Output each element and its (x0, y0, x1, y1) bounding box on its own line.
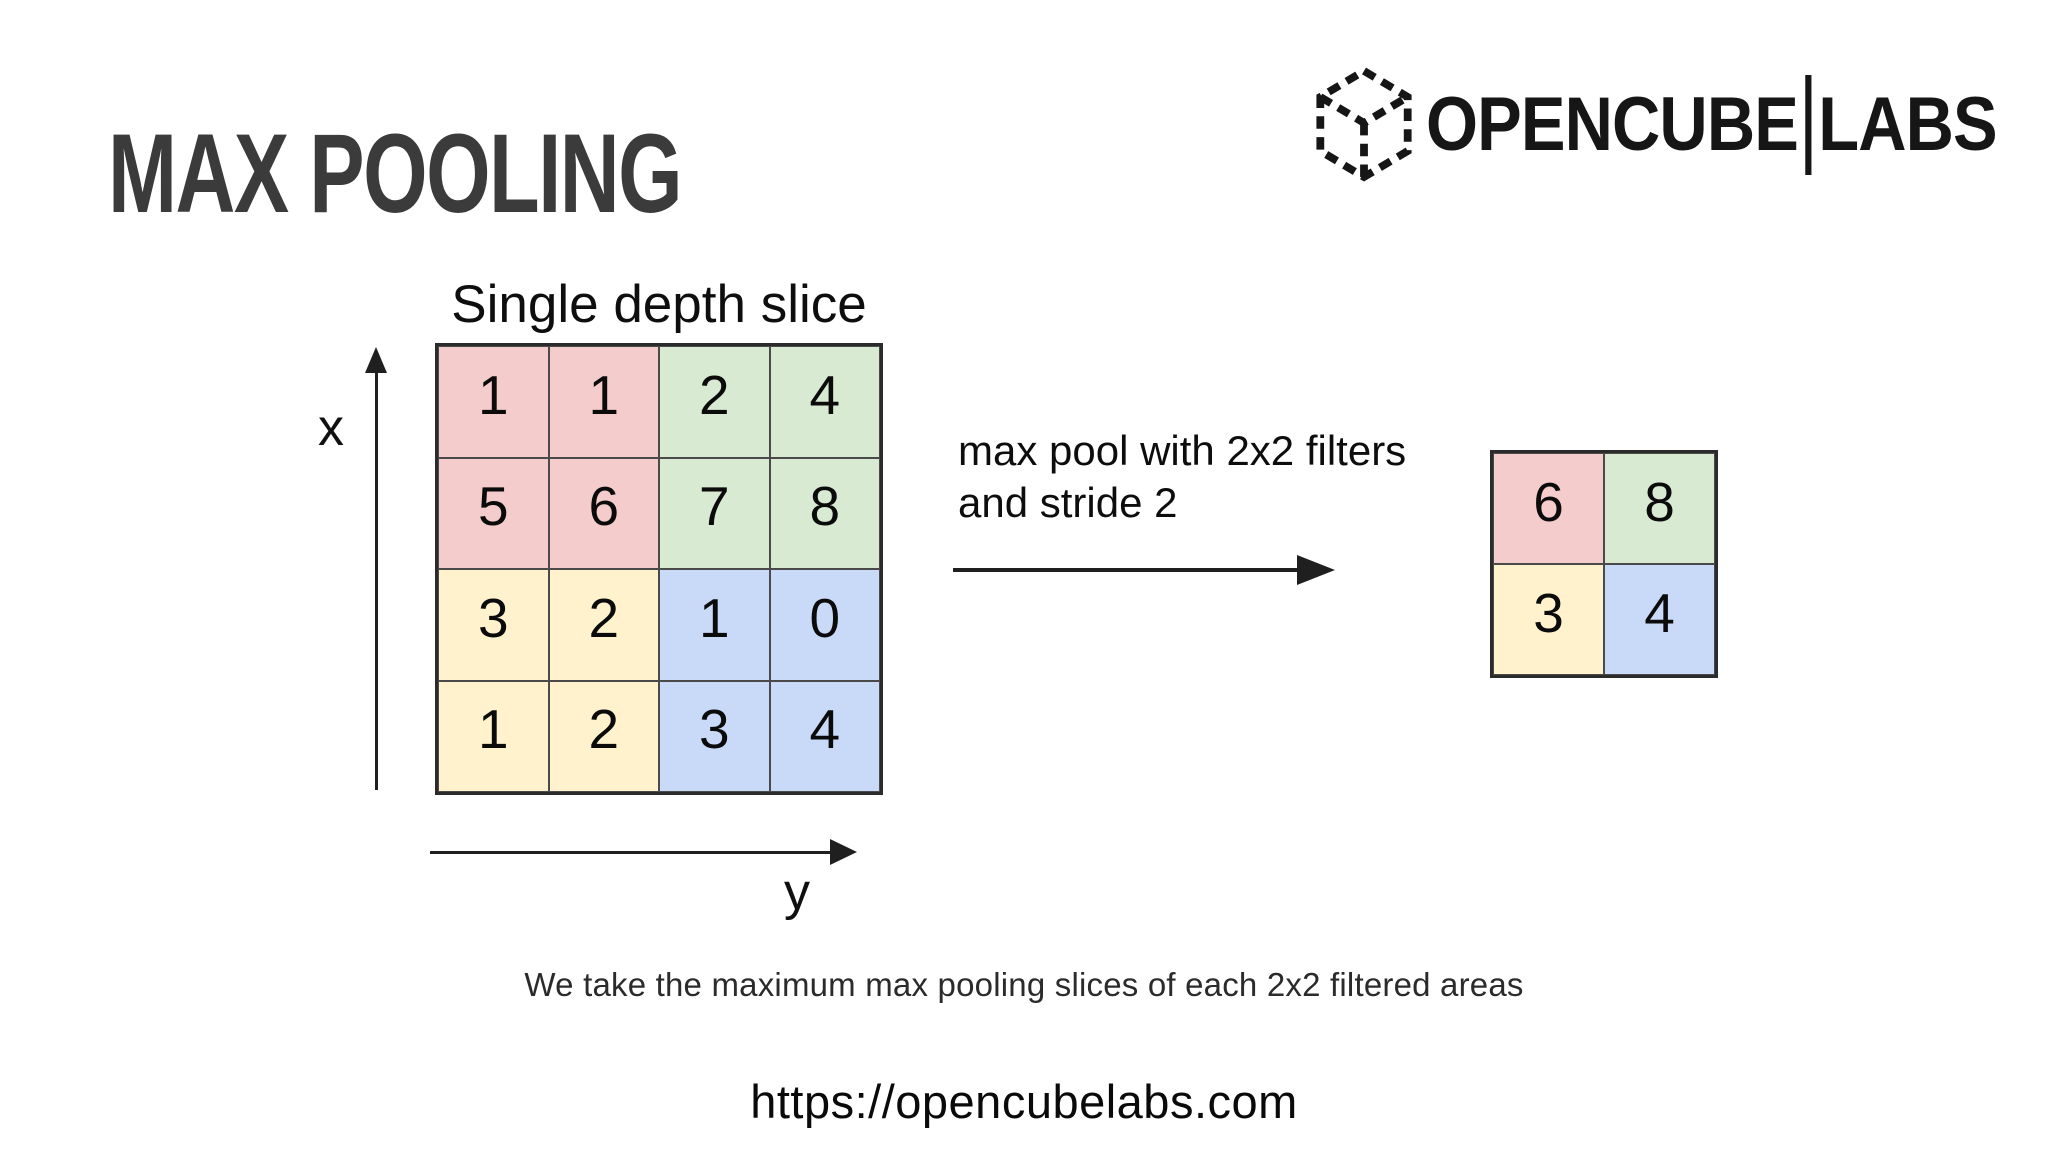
opencube-labs-logo: OPENCUBE | LABS (1312, 66, 2048, 184)
x-axis-line (375, 370, 378, 790)
grid-cell: 0 (769, 569, 880, 681)
operation-label-line1: max pool with 2x2 filters (958, 427, 1407, 474)
grid-cell: 2 (659, 346, 770, 458)
dashed-cube-icon (1316, 66, 1412, 182)
grid-cell: 4 (769, 680, 880, 792)
grid-cell: 6 (1493, 453, 1604, 564)
grid-cell: 3 (1493, 564, 1604, 675)
caption-text: We take the maximum max pooling slices o… (524, 966, 1524, 1003)
grid-cell: 4 (769, 346, 880, 458)
logo-divider-bar: | (1805, 75, 1812, 175)
y-axis-line (430, 851, 830, 854)
logo-brand-right: LABS (1818, 82, 1997, 167)
logo-wordmark: OPENCUBE | LABS (1426, 75, 1998, 175)
y-axis-label: y (784, 863, 810, 921)
grid-cell: 1 (548, 346, 659, 458)
grid-cell: 6 (548, 457, 659, 569)
y-axis-arrowhead-icon (830, 839, 857, 865)
logo-brand-left: OPENCUBE (1426, 82, 1799, 167)
page-title: MAX POOLING (108, 111, 683, 236)
website-url: https://opencubelabs.com (750, 1075, 1298, 1128)
grid-cell: 2 (548, 569, 659, 681)
input-grid-title: Single depth slice (451, 275, 867, 334)
grid-cell: 8 (1604, 453, 1715, 564)
grid-cell: 8 (769, 457, 880, 569)
grid-cell: 1 (659, 569, 770, 681)
grid-cell: 3 (438, 569, 549, 681)
operation-arrowhead-icon (1297, 555, 1335, 585)
operation-label: max pool with 2x2 filters and stride 2 (958, 425, 1406, 529)
grid-cell: 7 (659, 457, 770, 569)
grid-cell: 2 (548, 680, 659, 792)
operation-arrow-line (953, 568, 1299, 572)
grid-cell: 1 (438, 680, 549, 792)
grid-cell: 1 (438, 346, 549, 458)
grid-cell: 3 (659, 680, 770, 792)
operation-label-line2: and stride 2 (958, 479, 1178, 527)
grid-cell: 4 (1604, 564, 1715, 675)
x-axis-label: x (318, 399, 344, 457)
grid-cell: 5 (438, 457, 549, 569)
x-axis-arrowhead-icon (365, 347, 387, 373)
